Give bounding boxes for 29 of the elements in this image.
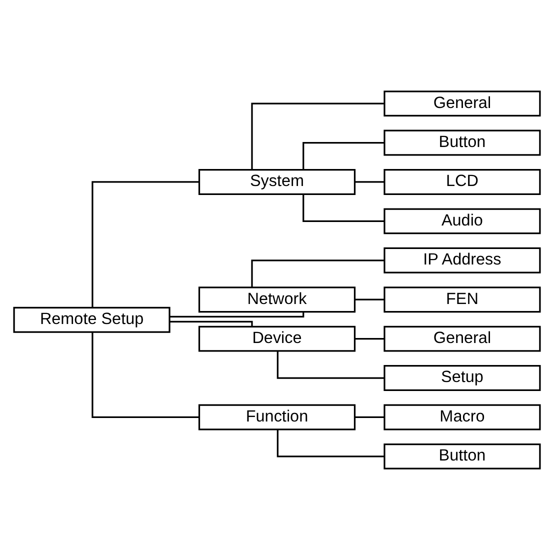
connector <box>170 312 304 318</box>
connector <box>302 194 384 222</box>
node-box: Device <box>198 325 356 352</box>
connector <box>170 320 253 326</box>
node-box: General <box>384 90 541 116</box>
connector <box>276 350 384 378</box>
connector <box>251 102 384 170</box>
node-box: Macro <box>384 404 541 430</box>
node-box: Button <box>384 129 541 156</box>
connector <box>355 338 384 340</box>
node-box: Button <box>384 442 541 469</box>
connector <box>355 298 384 300</box>
node-box: IP Address <box>384 246 541 273</box>
node-box: Audio <box>384 208 541 234</box>
connector <box>355 180 384 182</box>
node-box: Function <box>198 404 356 430</box>
node-box: System <box>198 168 356 194</box>
connector <box>276 429 384 457</box>
connector <box>355 416 384 418</box>
connector <box>92 180 199 308</box>
connector <box>92 332 199 418</box>
connector <box>251 259 384 287</box>
node-box: Network <box>198 286 356 312</box>
connector <box>302 141 384 170</box>
node-box: Setup <box>384 364 541 390</box>
node-box: General <box>384 325 541 352</box>
node-box: Remote Setup <box>13 306 170 332</box>
node-box: LCD <box>384 168 541 194</box>
node-box: FEN <box>384 286 541 312</box>
